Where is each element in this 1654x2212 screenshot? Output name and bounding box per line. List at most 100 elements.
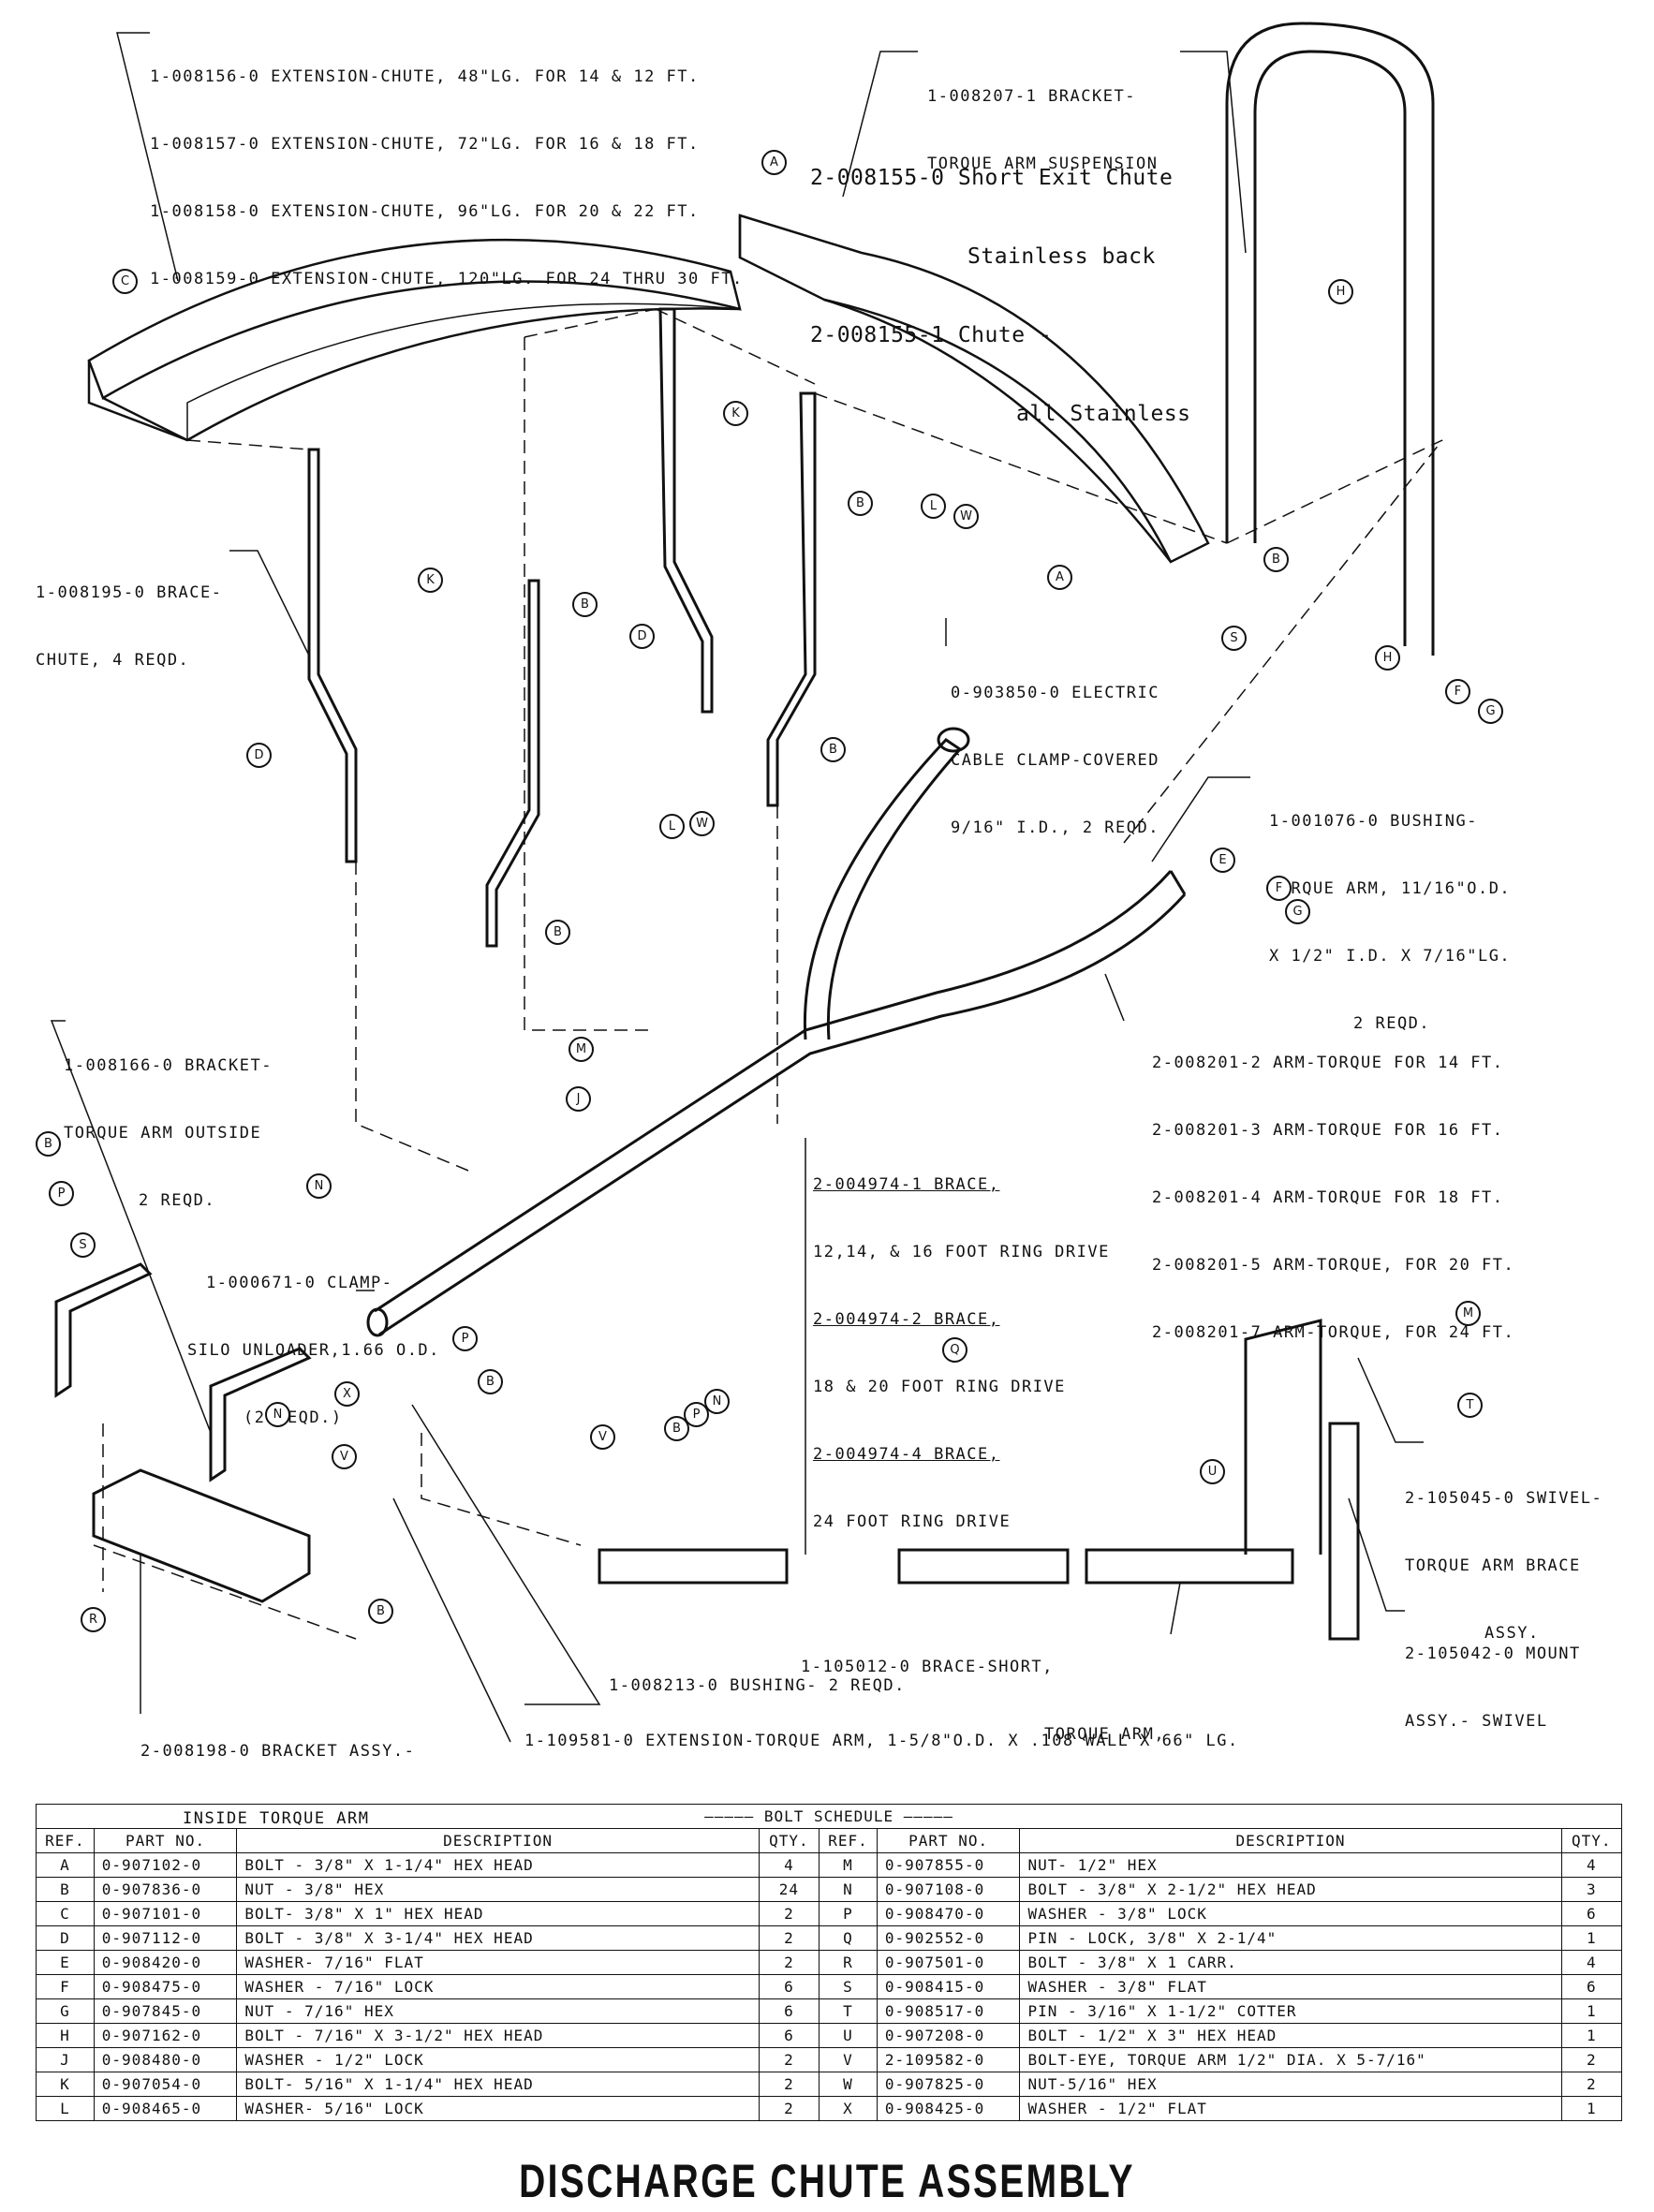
label-line: 2-008198-0 BRACKET ASSY.- [140,1742,416,1761]
callout: H [1328,279,1353,304]
callout: P [684,1402,709,1427]
table-cell: WASHER - 1/2" FLAT [1019,2096,1562,2121]
label-line: 18 & 20 FOOT RING DRIVE [813,1378,1066,1396]
table-header-row: REF. PART NO. DESCRIPTION QTY. REF. PART… [36,1828,1623,1853]
exploded-parts-drawing [50,22,1443,1743]
table-cell: R [819,1950,878,1975]
label-line: ASSY.- SWIVEL [1405,1712,1548,1731]
table-cell: BOLT-EYE, TORQUE ARM 1/2" DIA. X 5-7/16" [1019,2047,1562,2072]
table-cell: WASHER - 3/8" FLAT [1019,1974,1562,1999]
callout: J [566,1086,591,1112]
label-swivel-torque-arm-brace: 2-105045-0 SWIVEL- TORQUE ARM BRACE ASSY… [1405,1442,1602,1667]
table-cell: BOLT - 3/8" X 2-1/2" HEX HEAD [1019,1877,1562,1902]
callout: S [1221,626,1247,651]
label-line: 1-105012-0 BRACE-SHORT, [801,1658,1054,1676]
table-cell: 0-902552-0 [876,1925,1021,1951]
table-cell: N [819,1877,878,1902]
label-electric-cable-clamp: 0-903850-0 ELECTRIC CABLE CLAMP-COVERED … [951,637,1159,862]
column-header: QTY. [1560,1828,1623,1853]
label-line: 2-008155-0 Short Exit Chute [810,166,1174,190]
table-cell: WASHER - 7/16" LOCK [236,1974,760,1999]
table-cell: 6 [758,1998,820,2024]
callout: N [265,1402,290,1427]
table-cell: NUT - 3/8" HEX [236,1877,760,1902]
callout: S [70,1232,96,1258]
table-cell: E [36,1950,95,1975]
callout: G [1478,699,1503,724]
callout: X [334,1381,360,1407]
column-header: REF. [819,1828,878,1853]
callout: B [545,920,570,945]
label-line: 2-008201-3 ARM-TORQUE FOR 16 FT. [1152,1121,1504,1140]
callout: B [572,592,598,617]
label-line: SILO UNLOADER,1.66 O.D. [187,1341,440,1360]
lower-brace-drawing [598,1319,1360,1641]
table-cell: 0-907108-0 [876,1877,1021,1902]
table-cell: 1 [1560,2023,1623,2048]
label-line: TORQUE ARM, 11/16"O.D. [1269,879,1512,898]
callout: B [820,737,846,762]
label-clamp-silo-unloader: 1-000671-0 CLAMP- SILO UNLOADER,1.66 O.D… [187,1227,440,1452]
label-line: 2 REQD. [1353,1014,1431,1033]
table-cell: 1 [1560,1925,1623,1951]
callout: W [953,504,979,529]
label-line: CABLE CLAMP-COVERED [951,751,1159,770]
leader-lines [50,32,1424,1743]
label-line: TORQUE ARM BRACE [1405,1556,1581,1575]
table-cell: BOLT - 3/8" X 1 CARR. [1019,1950,1562,1975]
label-short-exit-chute: 2-008155-0 Short Exit Chute Stainless ba… [810,112,1191,453]
column-header: DESCRIPTION [236,1828,760,1853]
label-line: 2-004974-1 BRACE, [813,1175,1000,1194]
table-cell: WASHER - 1/2" LOCK [236,2047,760,2072]
label-arm-torque: 2-008201-2 ARM-TORQUE FOR 14 FT. 2-00820… [1152,1007,1514,1366]
label-line: 12,14, & 16 FOOT RING DRIVE [813,1243,1110,1261]
table-cell: WASHER - 3/8" LOCK [1019,1901,1562,1926]
table-cell: BOLT- 3/8" X 1" HEX HEAD [236,1901,760,1926]
callout: N [704,1389,730,1414]
table-cell: U [819,2023,878,2048]
table-cell: P [819,1901,878,1926]
table-cell: 4 [758,1852,820,1878]
callout: C [112,269,138,294]
label-line: 1-001076-0 BUSHING- [1269,812,1478,831]
bolt-schedule-table: ————— BOLT SCHEDULE ————— REF. PART NO. … [36,1804,1623,2121]
table-cell: BOLT - 3/8" X 3-1/4" HEX HEAD [236,1925,760,1951]
label-line: 1-008195-0 BRACE- [36,583,223,602]
label-brace-chute: 1-008195-0 BRACE- CHUTE, 4 REQD. [36,537,223,694]
label-extension-chute: 1-008156-0 EXTENSION-CHUTE, 48"LG. FOR 1… [150,21,744,313]
label-line: TORQUE ARM, [1044,1725,1166,1744]
callout: P [49,1181,74,1206]
callout: E [1210,848,1235,873]
torque-arm-drawing [366,727,1187,1337]
table-cell: 2 [758,2047,820,2072]
assembly-guide-lines [93,308,1443,1640]
callout: B [478,1369,503,1394]
label-line: 2-105045-0 SWIVEL- [1405,1489,1603,1508]
table-cell: H [36,2023,95,2048]
table-cell: 0-908465-0 [93,2096,238,2121]
table-cell: K [36,2072,95,2097]
label-line: 2-008201-5 ARM-TORQUE, FOR 20 FT. [1152,1256,1515,1275]
callout: B [368,1599,393,1624]
callout: K [418,568,443,593]
table-cell: BOLT - 1/2" X 3" HEX HEAD [1019,2023,1562,2048]
table-cell: 2 [758,2096,820,2121]
short-exit-chute-drawing [738,214,1210,564]
table-cell: 6 [758,1974,820,1999]
callout: N [306,1173,332,1199]
brackets-drawing [54,1262,312,1603]
table-cell: 0-908415-0 [876,1974,1021,1999]
table-cell: 2-109582-0 [876,2047,1021,2072]
label-brace-ring-drive: 2-004974-1 BRACE, 12,14, & 16 FOOT RING … [813,1128,1110,1556]
table-cell: J [36,2047,95,2072]
caption-text: BOLT SCHEDULE [763,1807,894,1825]
callout: P [452,1326,478,1351]
